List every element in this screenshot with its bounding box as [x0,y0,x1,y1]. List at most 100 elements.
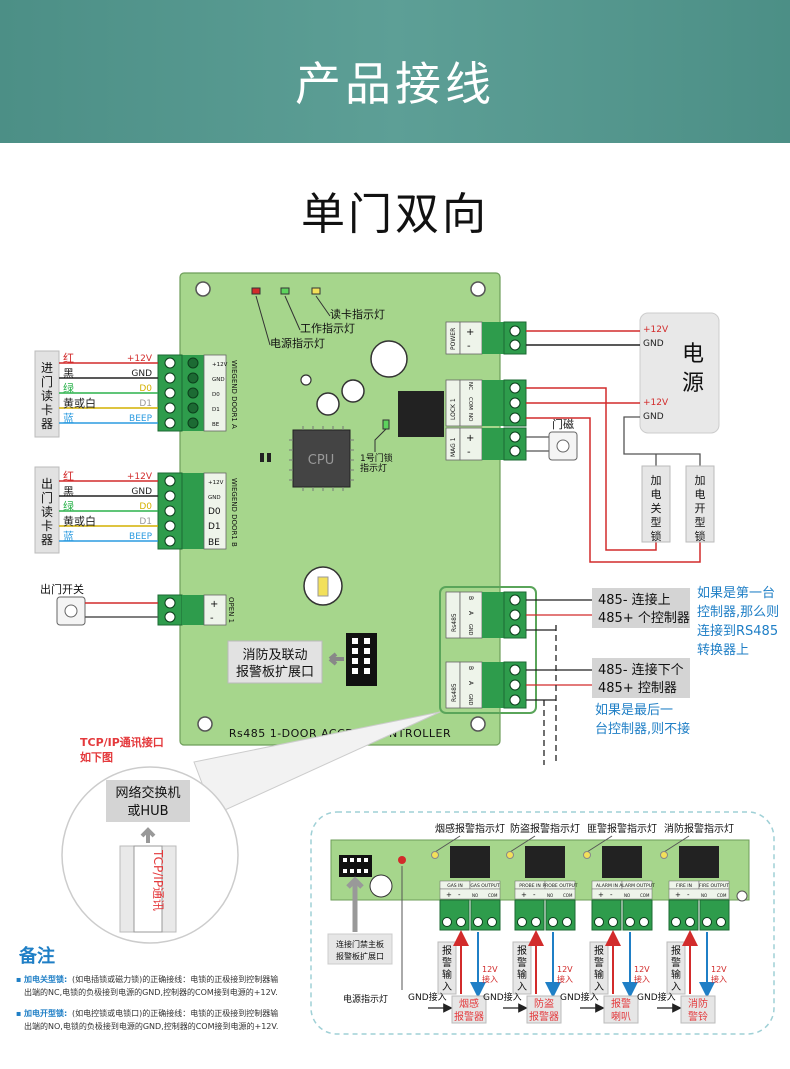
notes-section: 备注 ▪ 加电关型锁: (如电插锁或磁力锁)的正确接线：电锁的正极接到控制器输 … [16,945,278,1031]
pin-label: B [467,666,474,670]
magnet-icon [556,439,570,453]
alarm-led-icon [431,851,439,859]
screw-icon [671,917,681,927]
wire-color-label: 蓝 [63,530,74,543]
alarm-indicator-label: 消防报警指示灯 [664,822,734,835]
terminal-name: OPEN 1 [227,597,235,623]
screw-icon [685,917,695,927]
pin-label: GND [212,377,225,383]
leader-line [509,835,536,853]
screw-icon [639,917,649,927]
alarm-device-label: 警铃 [688,1010,708,1023]
screw-icon [487,917,497,927]
jumper [267,453,271,462]
wiegand-a-terminal: +12V GND D0 D1 BE WIEGEND DOOR1 A [157,354,238,432]
power-supply: 电 源 +12V GND +12V GND [639,312,720,434]
wire-color-label: 黑 [63,485,74,498]
cable-label: TCP/IP通讯 [151,849,165,911]
entry-reader-label: 进门读卡器 [41,361,53,431]
ps-gnd-label: GND [643,339,664,349]
alarm-input-label: 入 [442,982,452,993]
pin-label: - [467,341,471,352]
pin-label: - [458,891,461,899]
signal-label: D0 [139,384,152,394]
alarm-led-icon [583,851,591,859]
note-line: 转换器上 [697,643,749,658]
alarm-device-label: 防盗 [534,997,554,1010]
pin-label: BE [208,538,220,548]
v12-label: 接入 [557,974,573,984]
terminal-name: PROBE IN [519,883,540,889]
terminal-name: Rs485 [451,613,458,632]
rs485-upper-text: 485- 连接上 [598,592,671,608]
reader-label-char: 卡 [41,519,53,533]
bullet: ▪ [16,1009,21,1018]
wire-color-label: 黑 [63,367,74,380]
signal-label: +12V [127,354,153,364]
alarm-device [603,995,639,1024]
rs485-upper-callout: 485- 连接上 485+ 个控制器 [592,588,690,628]
alarm-device-label: 报警器 [454,1010,484,1023]
alarm-input-label: 入 [671,982,681,993]
leader-line [284,295,301,331]
power-led-icon [251,287,261,295]
alarm-input-label: 警 [442,956,452,969]
alarm-input-label: 报 [517,944,527,957]
pin-label: COM [563,893,573,898]
alarm-relay [450,846,490,878]
fire-ext-label: 消防及联动 [242,647,307,663]
note-line: 控制器,那么则 [697,605,779,620]
controller-board: 读卡指示灯 工作指示灯 电源指示灯 CPU 1号门锁 指示灯 [179,272,501,746]
alarm-input-label: 输 [594,968,604,981]
lock-led-label: 指示灯 [360,462,387,474]
fire-expansion-header [346,633,377,686]
alarm-device [451,995,487,1024]
arrow-left-icon [328,652,344,666]
pin-label: - [210,613,214,624]
capacitor-icon [300,374,312,386]
terminal-name: GAS OUTPUT [470,883,499,889]
pin-label: NO [547,893,553,898]
pin-label: +12V [212,362,228,368]
terminal-name: ALARM IN [596,883,618,889]
wire-color-label: 绿 [63,499,74,513]
gnd-in-label: GND接入 [637,991,676,1003]
lock-terminal: NC COM NO LOCK 1 [445,379,527,427]
screw-icon [716,917,726,927]
switch-button-icon [64,604,78,618]
pin-label: - [533,891,536,899]
capacitor-icon [316,392,340,416]
pin-label: D0 [208,507,221,517]
leader-line [663,835,690,853]
note-line: 连接到RS485 [697,623,778,639]
diagram-subtitle: 单门双向 [301,189,489,240]
read-led-icon [311,287,321,295]
ps-12v-label: +12V [643,325,669,335]
leader-line [255,295,271,346]
power-led-label: 电源指示灯 [270,336,325,350]
leader-line [315,295,331,317]
v12-label: 12V [482,965,498,974]
alarm-input-label: 入 [594,982,604,993]
terminal-name: Rs485 [451,683,458,702]
note-body: (如电控锁或电锁口)的正确接线：电锁的正极接到控制器输 [72,1008,278,1018]
ps-gnd-label: GND [643,412,664,422]
alarm-input-label: 报 [442,944,452,957]
pin-label: + [521,891,527,899]
rs485-terminal-upper: B A GND Rs485 [445,591,527,639]
lock-on-label: 开 [695,502,706,515]
rs485-lower-text: 485- 连接下个 [598,662,684,678]
screw-icon [594,917,604,927]
lock-on-label: 加 [695,474,706,487]
alarm-input-label: 输 [671,968,681,981]
screw-icon [517,917,527,927]
v12-label: 12V [634,965,650,974]
pin-label: +12V [208,480,224,486]
note-line: 如果是第一台 [697,585,775,601]
pin-label: NO [624,893,630,898]
wire-color-label: 红 [63,352,74,365]
v12-label: 接入 [482,974,498,984]
